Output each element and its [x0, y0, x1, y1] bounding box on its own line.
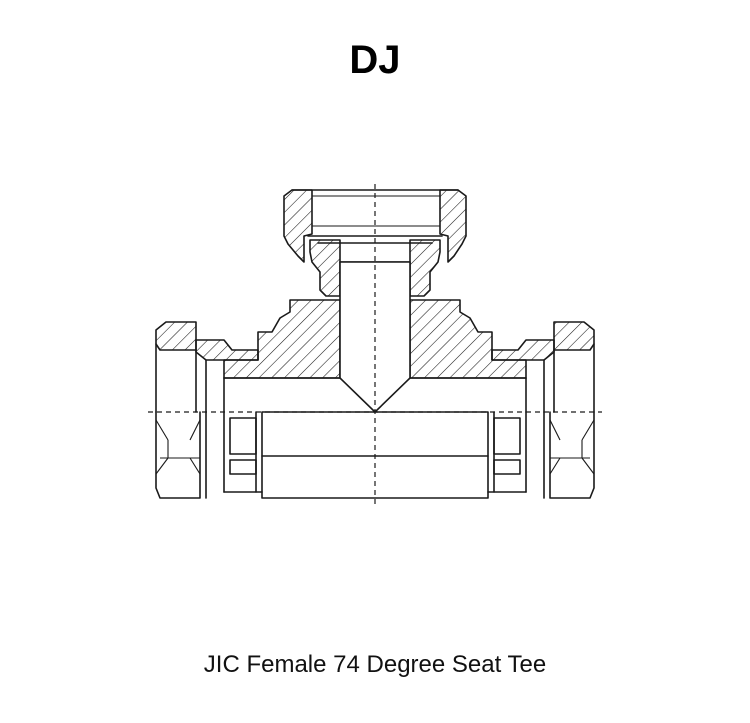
- figure-code: DJ: [349, 38, 401, 82]
- center-lines: [148, 184, 602, 504]
- left-swivel-nut: [155, 321, 259, 499]
- top-swivel-nut: [283, 189, 467, 263]
- right-swivel-nut: [491, 321, 595, 499]
- figure-caption: JIC Female 74 Degree Seat Tee: [203, 651, 547, 678]
